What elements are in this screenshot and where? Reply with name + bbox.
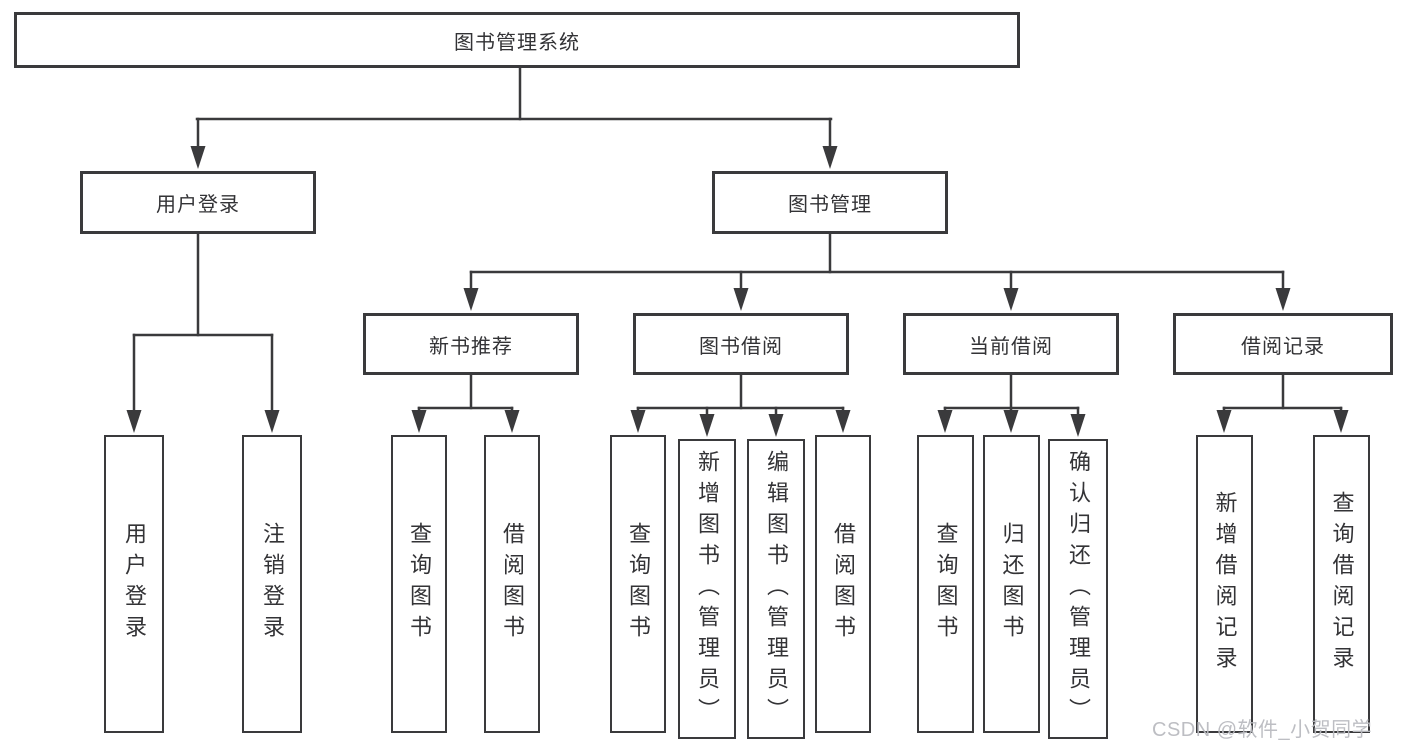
leaf-borrowing-query-label: 查询图书 (626, 522, 651, 646)
leaf-current-return: 归还图书 (983, 435, 1040, 733)
leaf-logout: 注销登录 (242, 435, 302, 733)
csdn-watermark: CSDN @软件_小贺同学 (1152, 719, 1373, 741)
leaf-borrowing-edit-admin: 编辑图书（管理员） (747, 439, 805, 739)
leaf-borrowing-add-admin-label: 新增图书（管理员） (695, 449, 720, 729)
leaf-current-confirm-return-admin: 确认归还（管理员） (1048, 439, 1108, 739)
leaf-user-login-label: 用户登录 (122, 522, 147, 646)
node-user-login: 用户登录 (80, 171, 316, 234)
leaf-newbooks-query-label: 查询图书 (407, 522, 432, 646)
leaf-records-add: 新增借阅记录 (1196, 435, 1253, 733)
node-borrow-records: 借阅记录 (1173, 313, 1393, 375)
node-book-management: 图书管理 (712, 171, 948, 234)
node-book-borrowing: 图书借阅 (633, 313, 849, 375)
leaf-records-query: 查询借阅记录 (1313, 435, 1370, 733)
leaf-newbooks-borrow-label: 借阅图书 (500, 522, 525, 646)
leaf-borrowing-borrow-label: 借阅图书 (831, 522, 856, 646)
leaf-user-login: 用户登录 (104, 435, 164, 733)
leaf-logout-label: 注销登录 (260, 522, 285, 646)
leaf-current-confirm-return-admin-label: 确认归还（管理员） (1066, 449, 1091, 729)
leaf-borrowing-edit-admin-label: 编辑图书（管理员） (764, 449, 789, 729)
leaf-current-return-label: 归还图书 (999, 522, 1025, 646)
leaf-current-query-label: 查询图书 (933, 522, 959, 646)
leaf-records-add-label: 新增借阅记录 (1212, 491, 1238, 677)
node-library-management-system: 图书管理系统 (14, 12, 1020, 68)
leaf-borrowing-borrow: 借阅图书 (815, 435, 871, 733)
leaf-borrowing-add-admin: 新增图书（管理员） (678, 439, 736, 739)
leaf-newbooks-borrow: 借阅图书 (484, 435, 540, 733)
leaf-records-query-label: 查询借阅记录 (1329, 491, 1355, 677)
leaf-borrowing-query: 查询图书 (610, 435, 666, 733)
node-new-book-recommend: 新书推荐 (363, 313, 579, 375)
leaf-current-query: 查询图书 (917, 435, 974, 733)
leaf-newbooks-query: 查询图书 (391, 435, 447, 733)
node-current-borrowing: 当前借阅 (903, 313, 1119, 375)
